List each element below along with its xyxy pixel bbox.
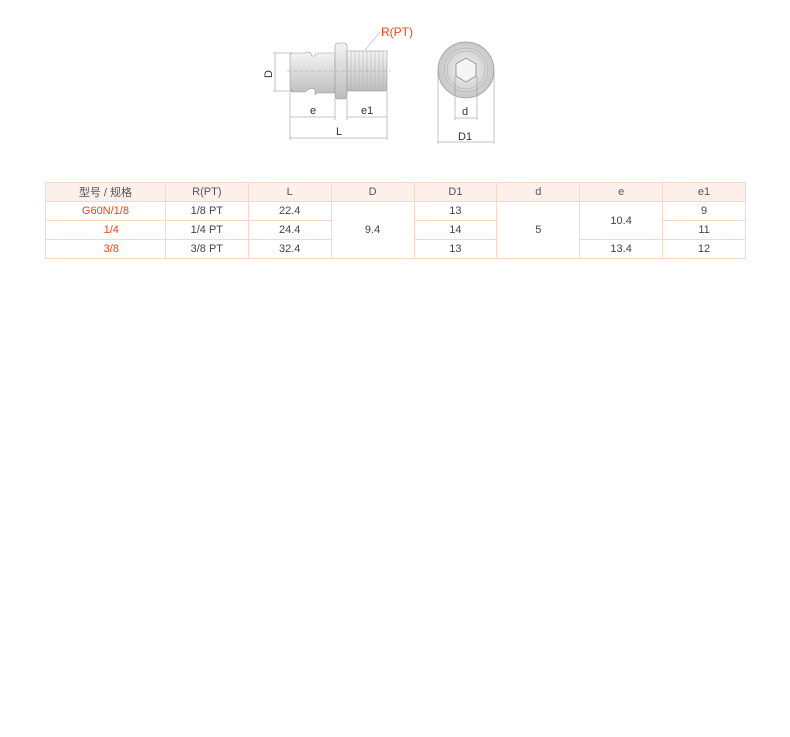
cell-r: 1/4 PT [164,220,249,240]
header-r: R(PT) [164,182,249,202]
dim-d: d [462,106,468,118]
table-header: 型号 / 规格 R(PT) L D D1 d e e1 [45,182,746,202]
spec-table: 型号 / 规格 R(PT) L D D1 d e e1 G60N/1/8 1/8… [45,182,746,259]
dim-e: e [310,105,316,117]
cell-L: 24.4 [247,220,332,240]
cell-D1: 13 [413,239,498,259]
cell-e: 13.4 [579,239,664,259]
header-D1: D1 [413,182,498,202]
cell-r: 1/8 PT [164,201,249,221]
cell-e1: 9 [662,201,746,221]
table-row: 3/8 3/8 PT 32.4 13 13.4 12 [45,239,746,259]
header-e1: e1 [662,182,746,202]
table-row: G60N/1/8 1/8 PT 22.4 9.4 13 5 10.4 9 [45,201,746,259]
header-d: d [496,182,581,202]
cell-model: 1/4 [45,220,166,240]
thread-callout: R(PT) [381,25,413,39]
cell-e: 10.4 [579,201,664,240]
cell-L: 32.4 [247,239,332,259]
cell-D1: 13 [413,201,498,221]
header-L: L [247,182,332,202]
dim-D1: D1 [458,131,472,143]
dim-L: L [336,126,342,138]
cell-D1: 14 [413,220,498,240]
pull-stud-drawing: R(PT) D e e1 L d D1 [263,25,495,144]
header-D: D [330,182,415,202]
cell-e1: 12 [662,239,746,259]
cell-d: 5 [496,201,581,259]
cell-L: 22.4 [247,201,332,221]
cell-D: 9.4 [330,201,415,259]
header-model: 型号 / 规格 [45,182,166,202]
cell-r: 3/8 PT [164,239,249,259]
cell-model: 3/8 [45,239,166,259]
dim-e1: e1 [361,105,373,117]
side-view: R(PT) D e e1 L [263,25,413,140]
end-view: d D1 [437,41,495,144]
cell-model: G60N/1/8 [45,201,166,221]
header-e: e [579,182,664,202]
dim-D: D [263,70,275,78]
cell-e1: 11 [662,220,746,240]
